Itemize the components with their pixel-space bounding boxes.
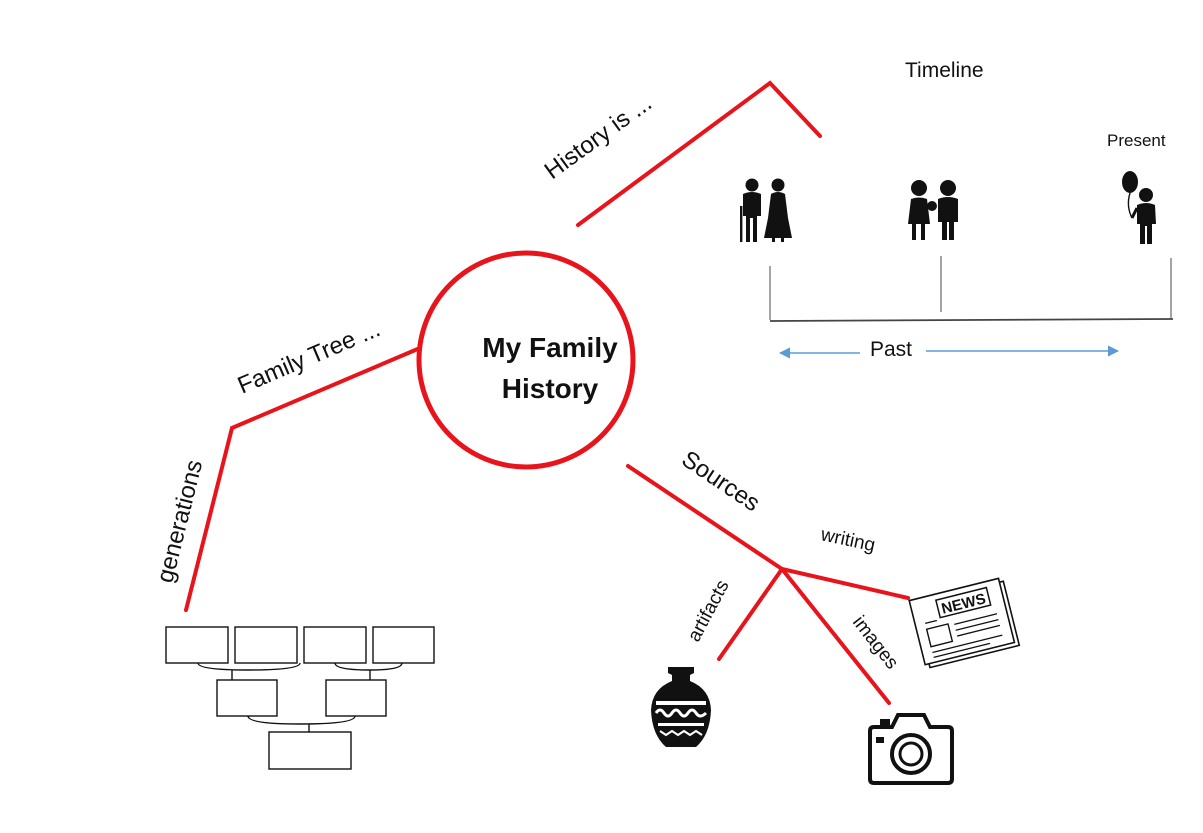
label-artifacts: artifacts — [684, 577, 734, 646]
branch-family-tree-line — [184, 346, 422, 612]
tree-box-6 — [325, 679, 387, 717]
tree-box-4 — [372, 626, 435, 664]
tree-box-1 — [165, 626, 229, 664]
label-family-tree: Family Tree ... — [234, 315, 384, 399]
family-couple-icon — [908, 180, 958, 240]
branch-sources-line — [626, 464, 910, 600]
center-title-line1: My Family — [482, 332, 618, 363]
newspaper-icon: NEWS — [908, 577, 1021, 669]
label-writing: writing — [818, 524, 877, 556]
branch-images-line — [780, 567, 891, 705]
label-generations: generations — [152, 457, 209, 585]
branch-artifacts-line — [717, 567, 784, 661]
timeline-title: Timeline — [905, 59, 984, 82]
tree-box-7 — [268, 731, 352, 770]
timeline-past-label: Past — [870, 338, 912, 361]
timeline: Timeline Present Past — [740, 59, 1174, 361]
timeline-present-label: Present — [1107, 131, 1166, 150]
tree-box-3 — [303, 626, 367, 664]
label-history-is: History is ... — [540, 89, 657, 185]
child-balloon-icon — [1122, 171, 1156, 244]
branch-lines — [184, 80, 910, 705]
branch-history-line — [576, 80, 822, 227]
camera-icon — [868, 713, 954, 785]
vase-icon — [651, 667, 711, 747]
elderly-couple-icon — [740, 178, 792, 242]
timeline-baseline — [769, 318, 1174, 322]
family-tree-chart — [165, 626, 435, 770]
tree-box-5 — [216, 679, 278, 717]
tree-box-2 — [234, 626, 298, 664]
central-node: My Family History — [416, 250, 636, 470]
center-title-line2: History — [502, 373, 599, 404]
